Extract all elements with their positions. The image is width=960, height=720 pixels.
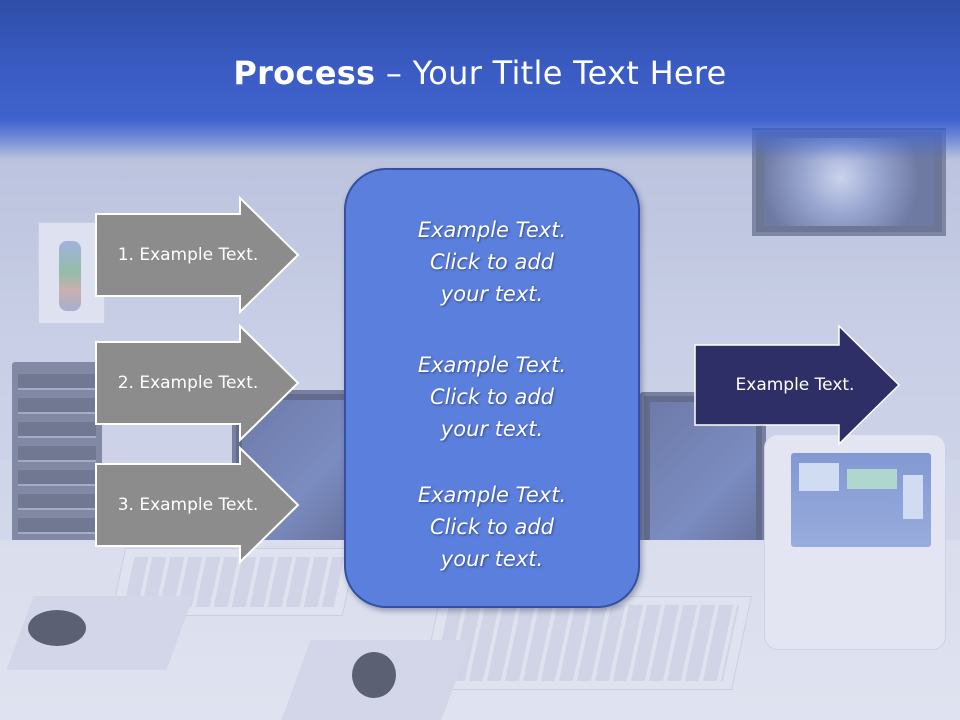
slide-title-bold: Process xyxy=(233,54,376,92)
process-arrow-2[interactable]: 2. Example Text. xyxy=(95,323,300,443)
background-mouse xyxy=(352,652,396,698)
header-band xyxy=(0,0,960,160)
result-arrow[interactable]: Example Text. xyxy=(694,324,901,446)
process-arrow-label: 3. Example Text. xyxy=(117,495,259,515)
panel-line: Click to add xyxy=(429,515,554,539)
panel-line: your text. xyxy=(440,547,544,571)
panel-line: Click to add xyxy=(429,385,554,409)
panel-line: Click to add xyxy=(429,250,554,274)
background-medical-device xyxy=(764,434,946,650)
panel-text-block-3[interactable]: Example Text. Click to add your text. xyxy=(346,479,638,575)
result-arrow-label: Example Text. xyxy=(735,375,855,395)
background-anatomy-poster xyxy=(38,222,105,324)
panel-line: Example Text. xyxy=(417,483,567,507)
panel-text-block-2[interactable]: Example Text. Click to add your text. xyxy=(346,349,638,445)
arrow-shape xyxy=(95,323,300,443)
process-arrow-label: 1. Example Text. xyxy=(117,245,259,265)
process-arrow-1[interactable]: 1. Example Text. xyxy=(95,195,300,315)
center-text-panel[interactable]: Example Text. Click to add your text. Ex… xyxy=(344,168,640,608)
slide-title[interactable]: Process – Your Title Text Here xyxy=(0,54,960,92)
process-arrow-3[interactable]: 3. Example Text. xyxy=(95,445,300,565)
process-arrow-label: 2. Example Text. xyxy=(117,373,259,393)
arrow-shape xyxy=(694,324,901,446)
panel-line: Example Text. xyxy=(417,218,567,242)
background-file-cabinet xyxy=(12,362,102,572)
panel-text-block-1[interactable]: Example Text. Click to add your text. xyxy=(346,214,638,310)
arrow-shape xyxy=(95,445,300,565)
slide-title-rest: – Your Title Text Here xyxy=(375,54,727,92)
panel-line: Example Text. xyxy=(417,353,567,377)
panel-line: your text. xyxy=(440,417,544,441)
panel-line: your text. xyxy=(440,282,544,306)
arrow-shape xyxy=(95,195,300,315)
background-mouse xyxy=(28,610,86,646)
